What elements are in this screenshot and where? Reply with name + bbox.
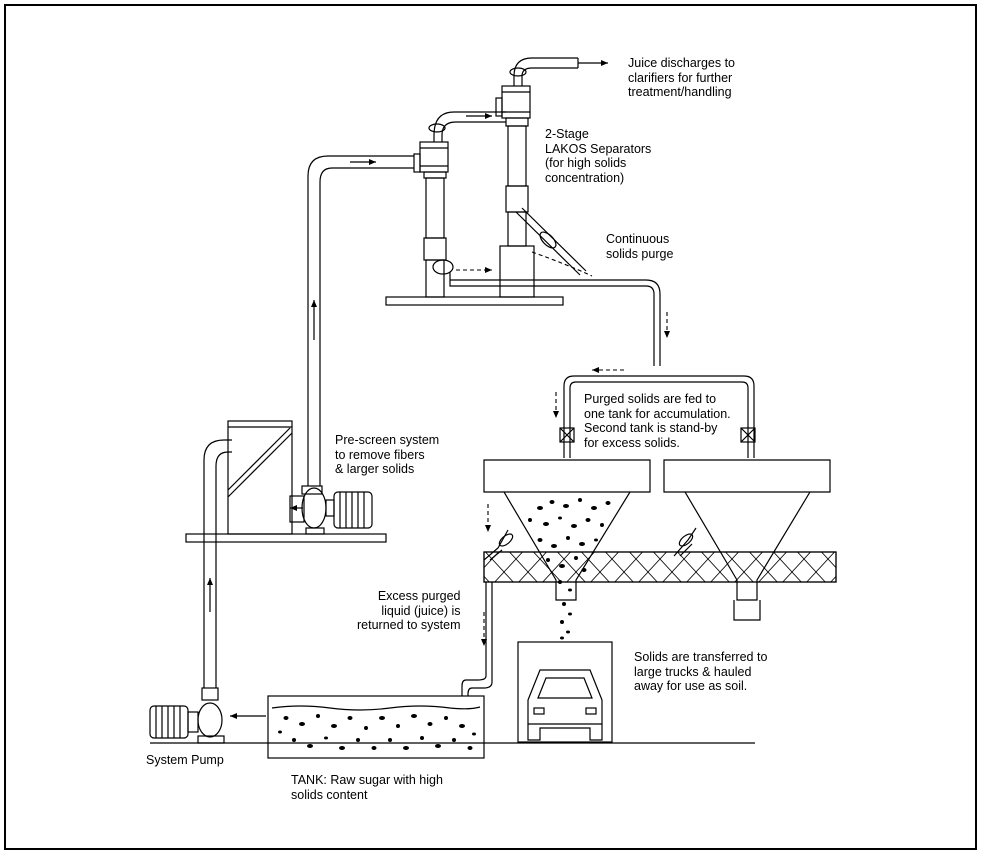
label-separators: 2-Stage LAKOS Separators (for high solid… [545,127,652,185]
tank-solids [278,714,476,750]
support-beam [483,551,837,583]
label-tank: TANK: Raw sugar with high solids content [291,773,443,802]
label-pre-screen: Pre-screen system to remove fibers & lar… [335,433,440,476]
prescreen-pump [301,485,373,535]
label-continuous-purge: Continuous solids purge [606,232,674,261]
prescreen-box [227,420,305,535]
label-solids-transfer: Solids are transferred to large trucks &… [634,650,768,693]
label-system-pump: System Pump [146,753,224,767]
valve-left [559,427,575,443]
system-pump [149,687,225,744]
solids-fill [528,498,611,640]
label-purged-solids: Purged solids are fed to one tank for ac… [584,392,731,450]
separator-2 [495,57,579,298]
hopper-1 [483,459,651,601]
purge-line-1 [449,272,661,366]
hopper-2 [663,459,831,601]
separator-1 [413,111,506,298]
manifold [563,375,755,458]
pipe-riser [307,155,414,486]
sugar-tank [267,695,485,759]
return-line [461,582,493,696]
label-juice-discharge: Juice discharges to clarifiers for furth… [628,56,736,99]
separator-platform [385,296,564,306]
label-excess-liquid: Excess purged liquid (juice) is returned… [357,589,461,632]
diagram-frame [4,4,977,850]
truck [517,641,613,743]
valve-right [740,427,756,443]
